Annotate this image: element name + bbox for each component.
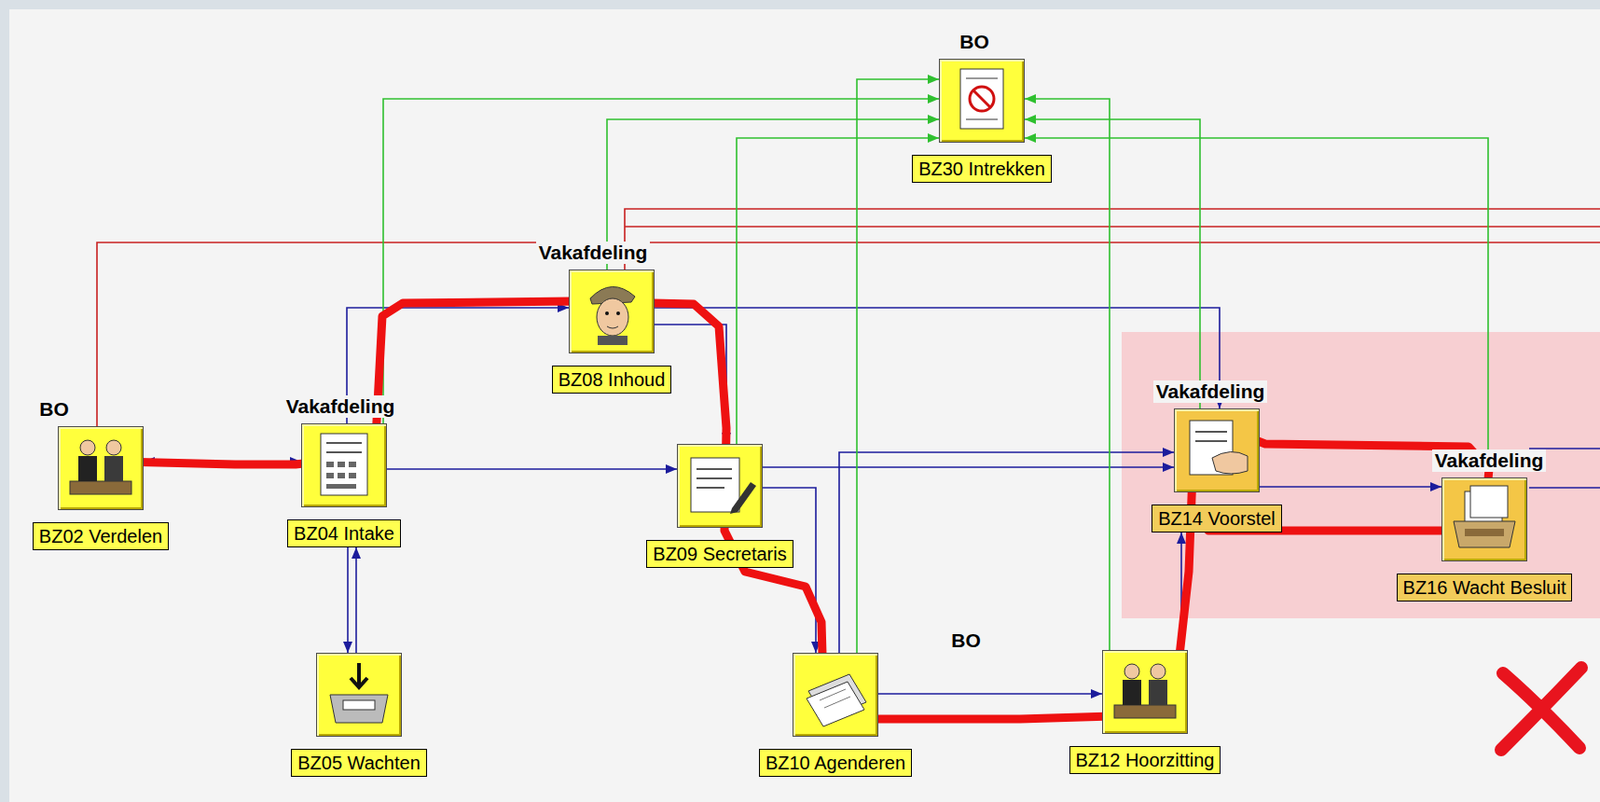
offpage-wire xyxy=(624,208,1600,270)
node-label: BZ30 Intrekken xyxy=(911,154,1052,183)
process-node: BZ10 Agenderen xyxy=(792,652,879,777)
node-icon xyxy=(301,423,387,508)
node-glyph xyxy=(677,444,762,527)
node-label: BZ02 Verdelen xyxy=(32,522,169,551)
node-icon xyxy=(316,652,402,737)
node-icon xyxy=(676,443,763,528)
node-glyph xyxy=(1442,478,1527,561)
node-label: BZ08 Inhoud xyxy=(551,365,673,394)
role-heading: Vakafdeling xyxy=(283,395,399,418)
offpage-wire xyxy=(96,242,1600,427)
canvas-ground xyxy=(9,9,1600,802)
process-flow xyxy=(355,547,358,653)
node-glyph xyxy=(302,424,387,507)
node-icon xyxy=(1173,408,1260,493)
node-glyph xyxy=(793,653,878,736)
node-label: BZ10 Agenderen xyxy=(758,748,912,777)
node-label: BZ05 Wachten xyxy=(290,748,428,777)
node-icon xyxy=(1441,477,1528,562)
process-flow xyxy=(346,547,349,653)
node-glyph xyxy=(569,270,654,353)
cross-stroke xyxy=(1501,667,1582,750)
process-node: BZ05 Wachten xyxy=(316,652,402,777)
withdraw-flow xyxy=(736,137,939,444)
role-heading: Vakafdeling xyxy=(1153,380,1269,403)
node-glyph xyxy=(939,59,1024,142)
process-node: BOBZ02 Verdelen xyxy=(57,426,144,551)
node-label: BZ14 Voorstel xyxy=(1151,504,1283,533)
process-node: VakafdelingBZ04 Intake xyxy=(301,423,387,548)
offpage-wires xyxy=(96,208,1600,427)
node-icon xyxy=(938,58,1025,143)
node-label: BZ09 Secretaris xyxy=(646,539,793,568)
node-glyph xyxy=(1103,650,1187,733)
node-icon xyxy=(57,426,144,511)
lane-label: BO xyxy=(948,629,984,652)
node-label: BZ12 Hoorzitting xyxy=(1069,745,1222,774)
node-glyph xyxy=(317,653,401,736)
process-node: VakafdelingBZ14 Voorstel xyxy=(1173,408,1260,533)
process-flow xyxy=(762,487,816,653)
highlight-path xyxy=(82,301,1490,719)
process-node: VakafdelingBZ16 Wacht Besluit xyxy=(1441,477,1528,602)
withdraw-flow xyxy=(383,98,939,424)
node-label: BZ16 Wacht Besluit xyxy=(1396,573,1573,602)
node-label: BZ04 Intake xyxy=(287,519,401,548)
highlight-region xyxy=(1121,331,1600,619)
node-icon xyxy=(568,269,655,354)
process-flow xyxy=(654,307,1220,409)
node-icon xyxy=(1102,649,1188,734)
process-flow xyxy=(386,468,677,470)
offpage-flow xyxy=(1529,486,1600,489)
role-heading: Vakafdeling xyxy=(536,241,651,264)
process-flow xyxy=(878,692,1103,695)
process-flow xyxy=(762,466,1174,469)
withdraw-flow xyxy=(606,119,939,270)
role-heading: Vakafdeling xyxy=(1432,449,1547,472)
node-icon xyxy=(792,652,879,737)
node-glyph xyxy=(1174,409,1259,492)
cross-mark xyxy=(1501,667,1582,750)
process-flow xyxy=(1259,485,1442,488)
process-flow xyxy=(839,452,1174,653)
role-heading: BO xyxy=(956,30,993,54)
process-node: VakafdelingBZ08 Inhoud xyxy=(568,269,655,394)
role-heading: BO xyxy=(36,398,72,421)
process-node: BZ09 Secretaris xyxy=(676,443,763,568)
node-glyph xyxy=(58,427,143,510)
process-node: BZ12 Hoorzitting xyxy=(1102,649,1188,774)
process-node: BOBZ30 Intrekken xyxy=(938,58,1025,183)
offpage-wire xyxy=(624,225,1600,228)
